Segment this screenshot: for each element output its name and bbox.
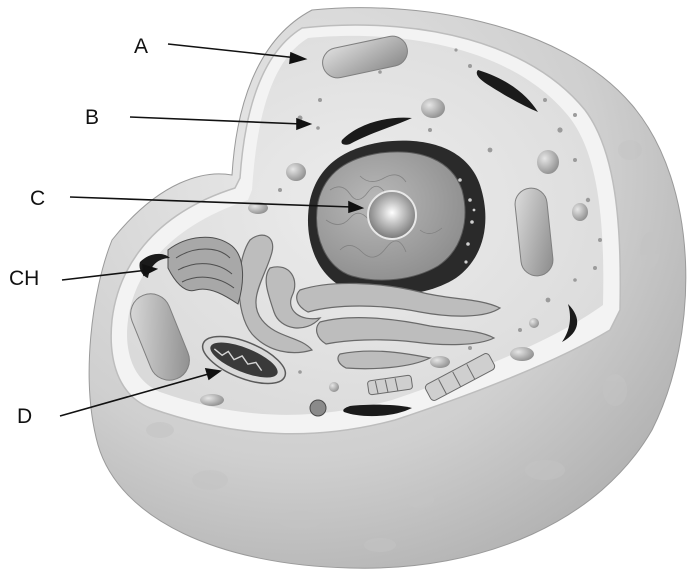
nucleolus (368, 191, 416, 239)
label-ch: CH (9, 268, 39, 289)
vacuole (529, 318, 539, 328)
spiky-body (310, 400, 326, 416)
label-a: A (134, 36, 148, 57)
vacuole (537, 150, 559, 174)
vacuole (430, 356, 450, 368)
label-d: D (17, 406, 32, 427)
vacuole (329, 382, 339, 392)
vacuole (286, 163, 306, 181)
label-c: C (30, 188, 45, 209)
label-b: B (85, 107, 99, 128)
vacuole (510, 347, 534, 361)
vacuole (572, 203, 588, 221)
vacuole (421, 98, 445, 118)
vacuole (200, 394, 224, 406)
